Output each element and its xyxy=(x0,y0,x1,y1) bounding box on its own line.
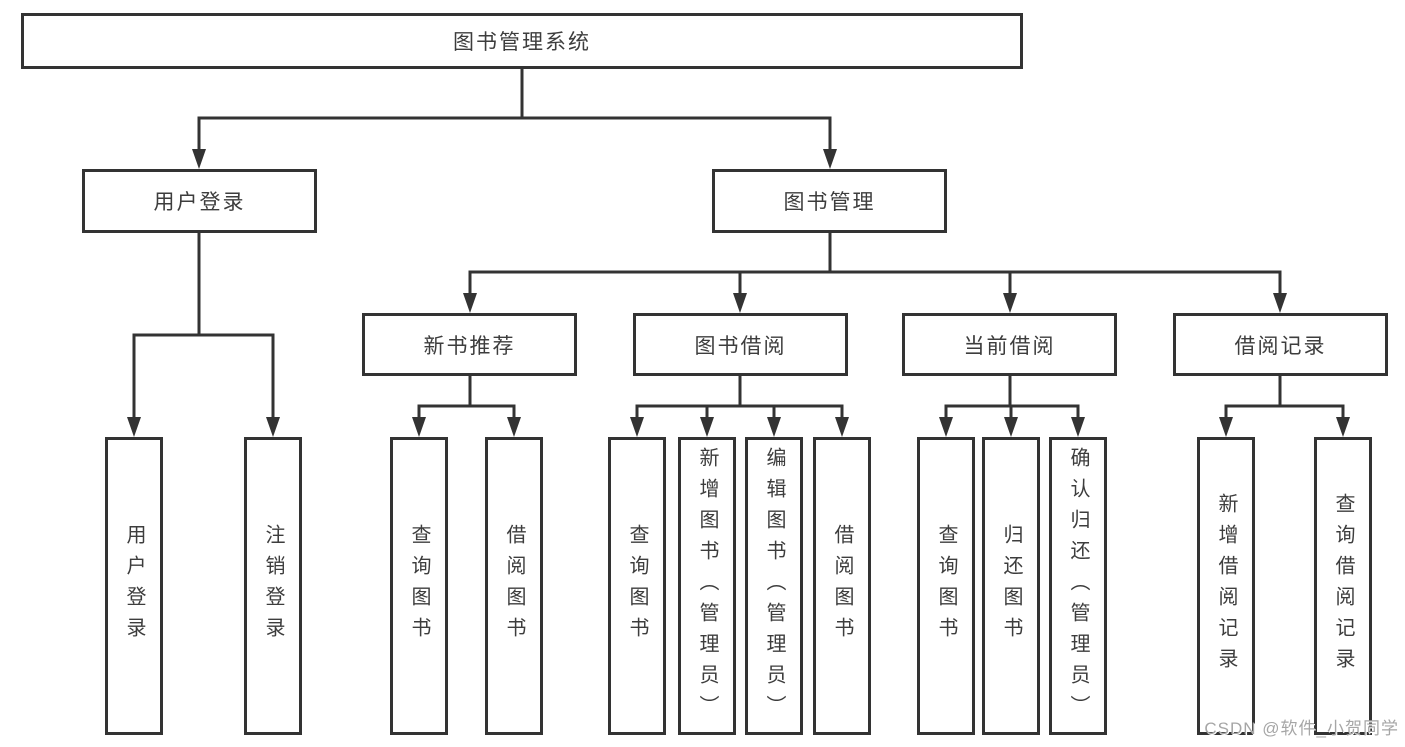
node-edit-books-admin: 编辑图书（管理员） xyxy=(745,437,803,735)
node-borrow-books-recommend: 借阅图书 xyxy=(485,437,543,735)
node-label-user-login: 用户登录 xyxy=(153,191,246,214)
arrowhead-icon xyxy=(823,149,837,169)
node-return-books: 归还图书 xyxy=(982,437,1040,735)
arrowhead-icon xyxy=(266,417,280,437)
node-label-borrowing-records: 借阅记录 xyxy=(1234,334,1327,358)
node-label-book-management: 图书管理 xyxy=(783,191,876,214)
node-confirm-return-admin: 确认归还（管理员） xyxy=(1049,437,1107,735)
node-label-add-books-admin: 新增图书（管理员） xyxy=(696,446,718,726)
node-root: 图书管理系统 xyxy=(21,13,1023,69)
node-label-current-borrowing: 当前借阅 xyxy=(963,334,1056,358)
node-label-confirm-return-admin: 确认归还（管理员） xyxy=(1067,446,1089,726)
arrowhead-icon xyxy=(939,417,953,437)
node-label-borrow-books-recommend: 借阅图书 xyxy=(503,524,525,648)
arrowhead-icon xyxy=(700,417,714,437)
arrowhead-icon xyxy=(835,417,849,437)
watermark-text: CSDN @软件_小贺同学 xyxy=(1204,719,1399,738)
node-borrowing-records: 借阅记录 xyxy=(1173,313,1388,376)
node-label-add-borrow-record: 新增借阅记录 xyxy=(1215,493,1237,679)
arrowhead-icon xyxy=(630,417,644,437)
arrowhead-icon xyxy=(733,293,747,313)
node-query-books-recommend: 查询图书 xyxy=(390,437,448,735)
arrowhead-icon xyxy=(1273,293,1287,313)
node-label-return-books: 归还图书 xyxy=(1000,524,1022,648)
node-label-root: 图书管理系统 xyxy=(453,31,591,54)
node-user-login-leaf: 用户登录 xyxy=(105,437,163,735)
node-new-book-recommend: 新书推荐 xyxy=(362,313,577,376)
arrowhead-icon xyxy=(1004,417,1018,437)
node-user-login: 用户登录 xyxy=(82,169,317,233)
node-label-logout: 注销登录 xyxy=(262,524,284,648)
node-logout: 注销登录 xyxy=(244,437,302,735)
node-book-management: 图书管理 xyxy=(712,169,947,233)
arrowhead-icon xyxy=(127,417,141,437)
node-label-book-borrowing: 图书借阅 xyxy=(694,334,787,358)
node-query-books-current: 查询图书 xyxy=(917,437,975,735)
node-query-books-borrowing: 查询图书 xyxy=(608,437,666,735)
arrowhead-icon xyxy=(412,417,426,437)
node-label-borrow-books-borrowing: 借阅图书 xyxy=(831,524,853,648)
node-add-borrow-record: 新增借阅记录 xyxy=(1197,437,1255,735)
arrowhead-icon xyxy=(767,417,781,437)
arrowhead-icon xyxy=(1336,417,1350,437)
node-current-borrowing: 当前借阅 xyxy=(902,313,1117,376)
node-label-user-login-leaf: 用户登录 xyxy=(123,524,145,648)
node-label-new-book-recommend: 新书推荐 xyxy=(423,334,516,358)
node-add-books-admin: 新增图书（管理员） xyxy=(678,437,736,735)
arrowhead-icon xyxy=(192,149,206,169)
node-query-borrow-record: 查询借阅记录 xyxy=(1314,437,1372,735)
node-label-edit-books-admin: 编辑图书（管理员） xyxy=(763,446,785,726)
node-borrow-books-borrowing: 借阅图书 xyxy=(813,437,871,735)
arrowhead-icon xyxy=(507,417,521,437)
node-book-borrowing: 图书借阅 xyxy=(633,313,848,376)
node-label-query-books-recommend: 查询图书 xyxy=(408,524,430,648)
arrowhead-icon xyxy=(1071,417,1085,437)
arrowhead-icon xyxy=(1219,417,1233,437)
node-label-query-books-borrowing: 查询图书 xyxy=(626,524,648,648)
node-label-query-books-current: 查询图书 xyxy=(935,524,957,648)
arrowhead-icon xyxy=(1003,293,1017,313)
arrowhead-icon xyxy=(463,293,477,313)
node-label-query-borrow-record: 查询借阅记录 xyxy=(1332,493,1354,679)
